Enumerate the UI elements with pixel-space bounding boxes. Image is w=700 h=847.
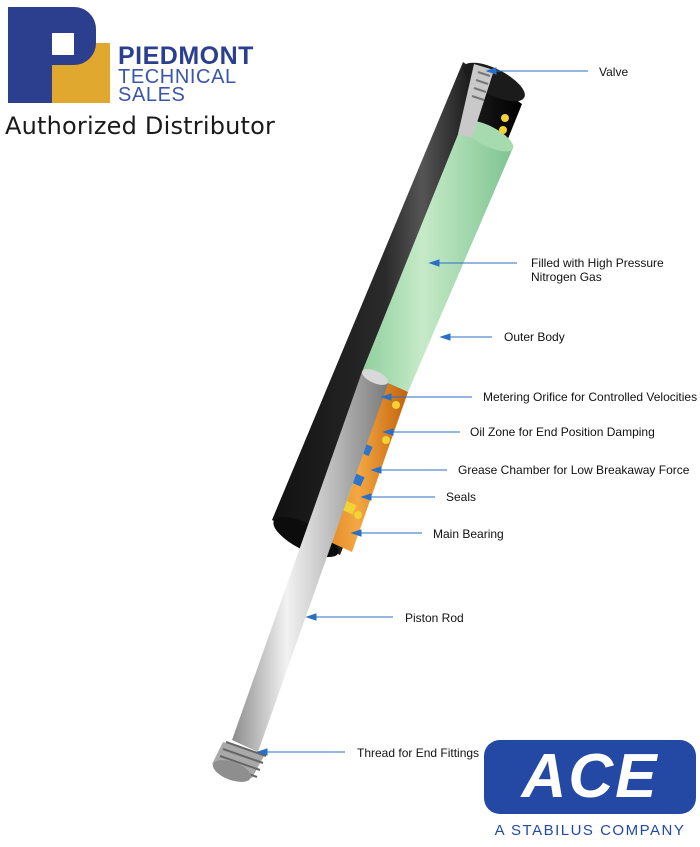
ace-logo-text: ACE [521,742,659,811]
callout-piston-rod: Piston Rod [405,611,464,625]
piedmont-brand: PIEDMONT TECHNICAL SALES Authorized Dist… [0,0,300,145]
valve-shape [458,64,509,138]
callout-thread: Thread for End Fittings [357,746,480,760]
authorized-distributor-text: Authorized Distributor [5,112,276,140]
piston-rod-shape [232,369,389,752]
brand-name-line-2: TECHNICAL [118,66,237,88]
callout-outer-body: Outer Body [504,330,565,344]
callout-gas-line-1: Filled with High Pressure [531,256,664,270]
ace-logo: ACE [484,740,696,818]
gas-chamber-shape [362,120,514,392]
callout-main-bearing: Main Bearing [433,527,504,541]
brand-name-line-3: SALES [118,84,186,106]
callout-lines [256,67,588,756]
ace-logo-box [484,740,696,814]
callout-gas: Filled with High Pressure Nitrogen Gas [531,256,664,284]
callout-gas-line-2: Nitrogen Gas [531,270,602,284]
callout-valve: Valve [599,65,629,79]
callout-seals: Seals [446,490,477,504]
callout-metering-orifice: Metering Orifice for Controlled Velociti… [483,390,698,404]
brand-name-line-1: PIEDMONT [118,42,254,70]
callout-grease-chamber: Grease Chamber for Low Breakaway Force [458,463,690,477]
piedmont-logo-icon [8,7,110,103]
thread-end-shape [212,741,267,782]
callout-oil-zone: Oil Zone for End Position Damping [470,425,655,439]
ace-subtitle: A STABILUS COMPANY [494,822,686,839]
